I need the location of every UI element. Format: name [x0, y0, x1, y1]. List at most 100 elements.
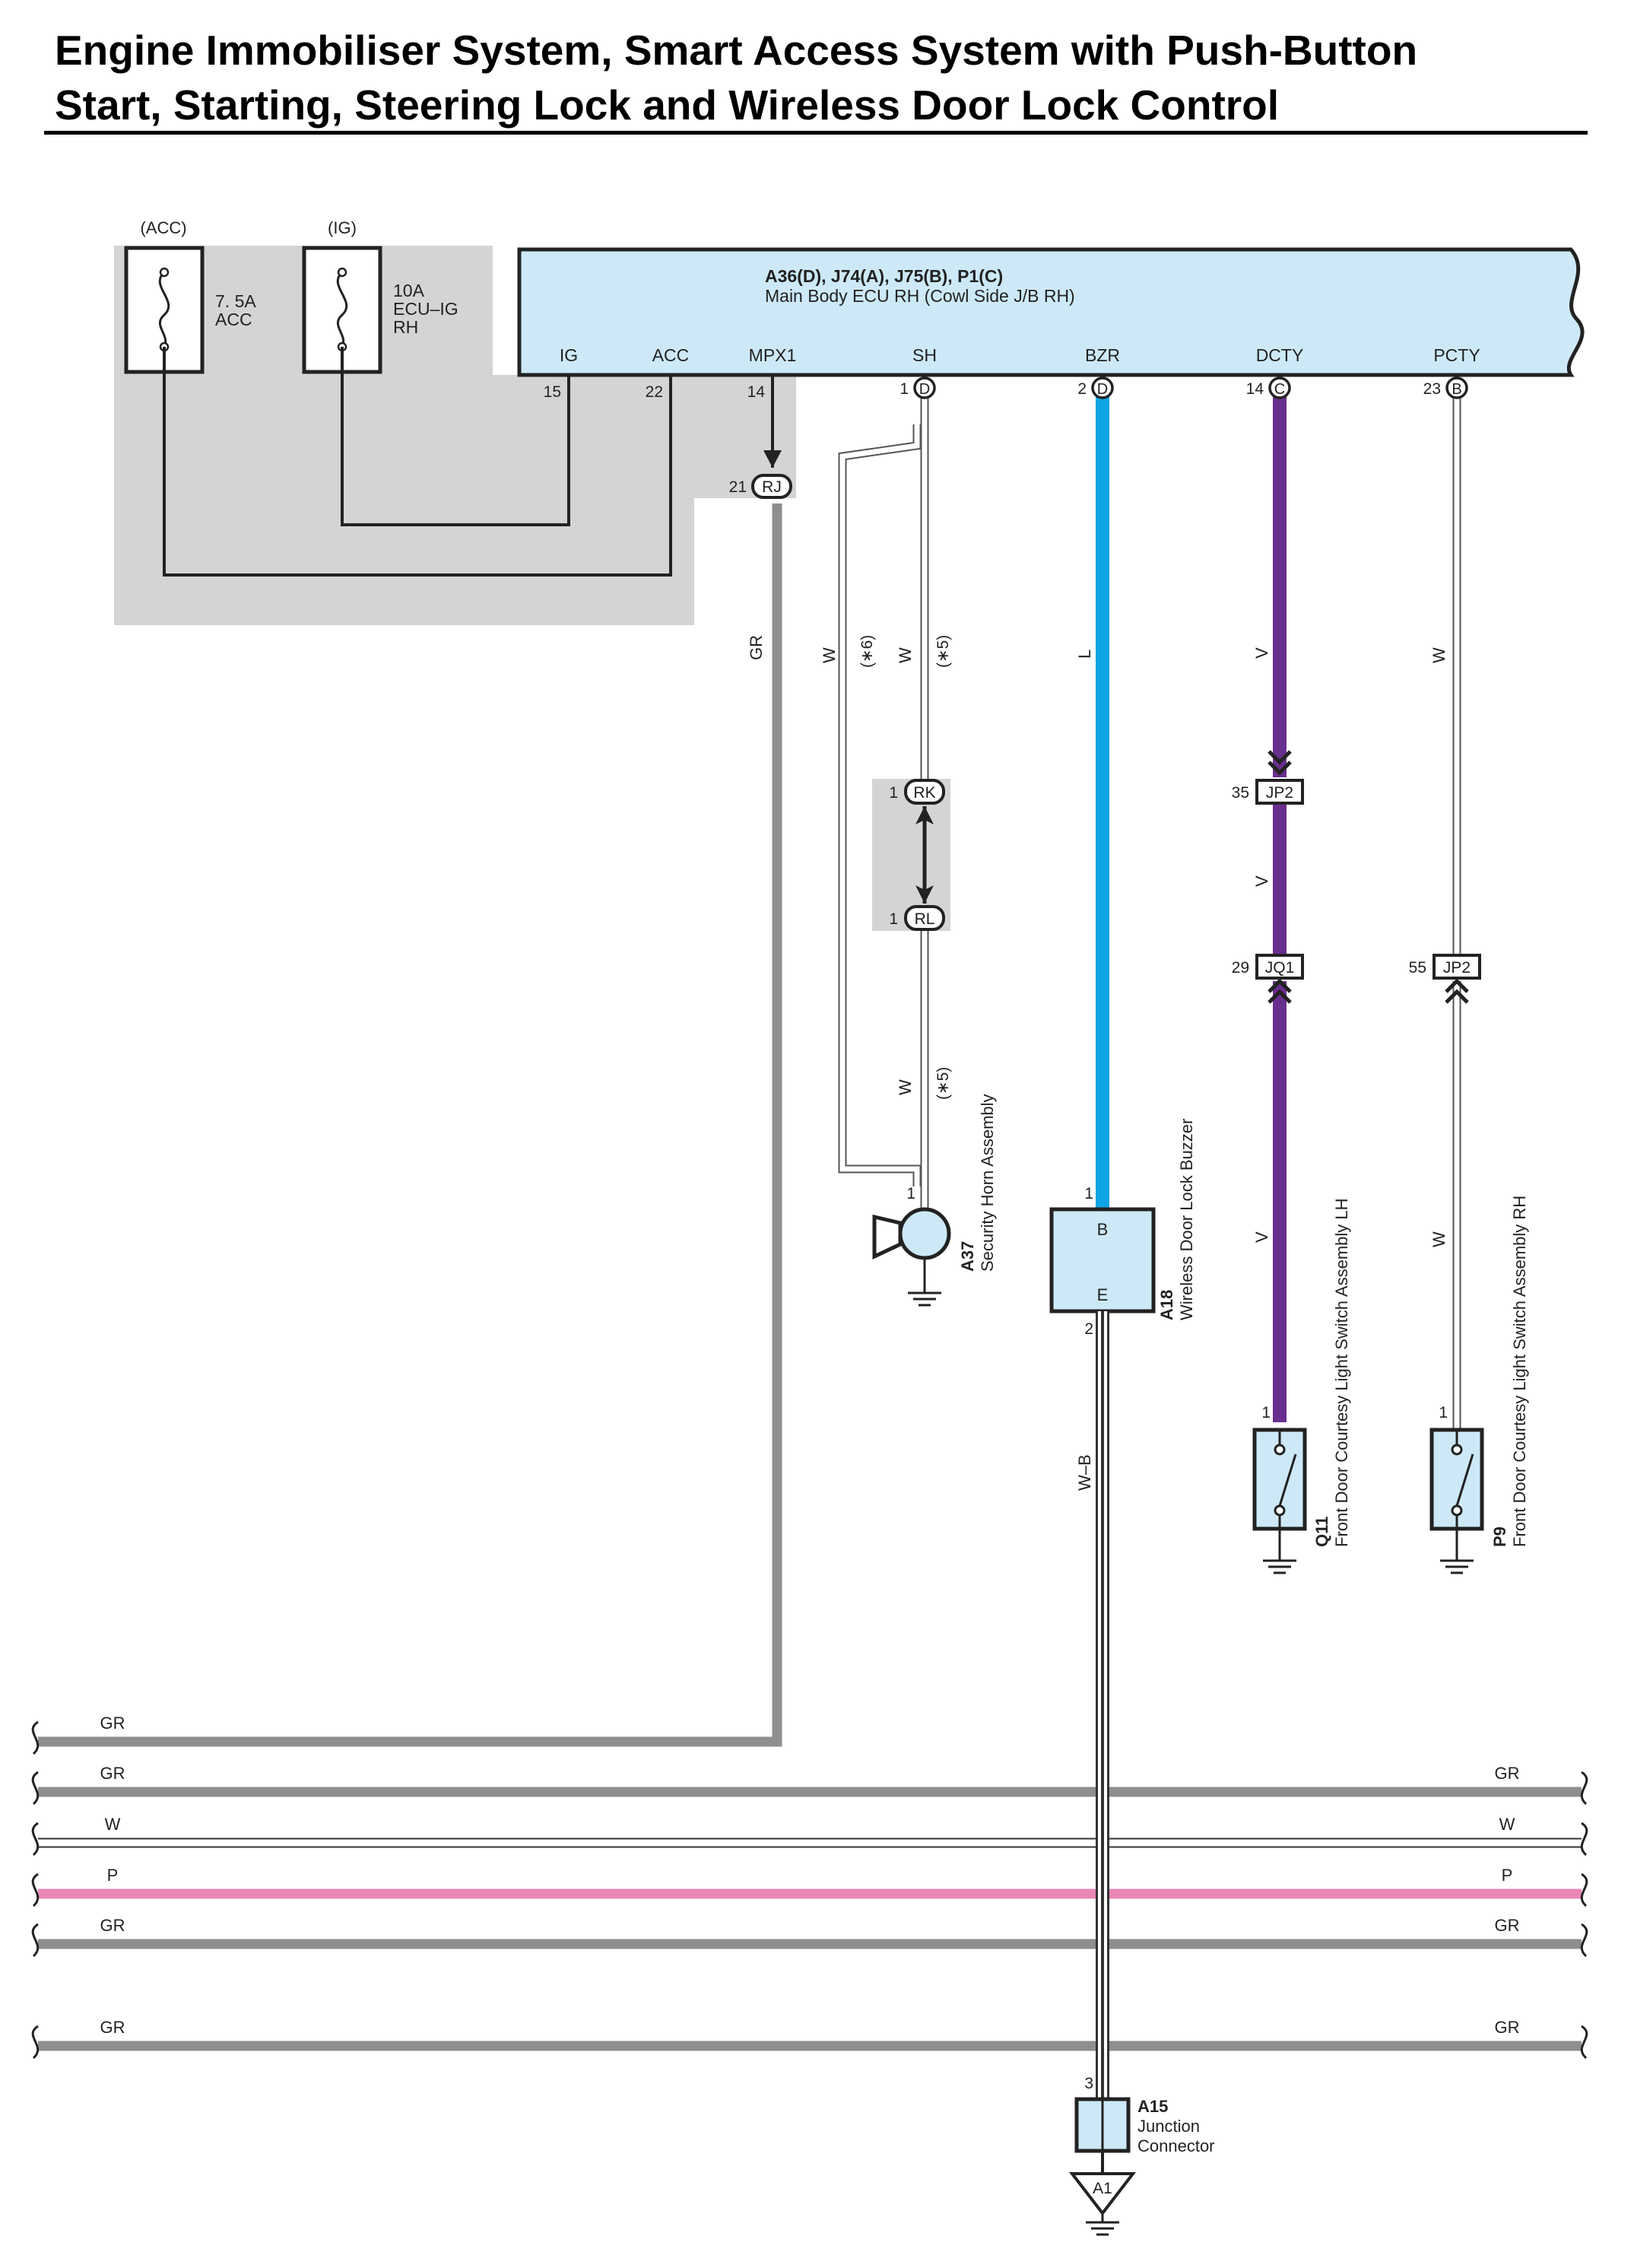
junction-jq1-num: 29 [1232, 959, 1249, 977]
horn-code: A37 [958, 1241, 977, 1272]
wire-label-v-3: V [1252, 1231, 1271, 1243]
bus-break-marks [31, 1720, 1588, 2060]
a15-name-2: Connector [1137, 2136, 1215, 2155]
junction-jp2-right-num: 55 [1409, 959, 1426, 977]
bus-label-left-3: W [105, 1815, 121, 1834]
bus-wire-gr-1 [38, 503, 782, 1747]
junction-rk [904, 779, 945, 805]
buzzer-pin-bottom: 2 [1084, 1320, 1093, 1338]
fuse-acc-header: (ACC) [140, 218, 186, 237]
ecu-pin-pcty-connector [1445, 376, 1468, 399]
mpx1-arrow-icon [763, 450, 782, 468]
jp2-left-arrow-icon [1268, 750, 1292, 776]
ecu-name: Main Body ECU RH (Cowl Side J/B RH) [765, 286, 1075, 306]
junction-rj [751, 474, 792, 499]
junction-rk-num: 1 [889, 784, 898, 802]
ecu-pin-conn-bzr: D [1097, 381, 1108, 398]
junction-rk-id: RK [913, 784, 935, 802]
ecu-pin-num-dcty: 14 [1246, 380, 1264, 398]
bus-label-right-6: GR [1495, 2018, 1520, 2037]
connector-rk-rl-shade [872, 779, 950, 931]
bus-label-right-2: GR [1495, 1764, 1520, 1783]
fuse-acc-rating: 7. 5A [215, 291, 256, 311]
wire-label-v-1: V [1252, 647, 1271, 659]
fuse-ig-header: (IG) [328, 218, 357, 237]
ecu-pin-dcty-connector [1268, 376, 1291, 399]
junction-jp2-right [1433, 954, 1481, 980]
q11-name: Front Door Courtesy Light Switch Assembl… [1332, 1198, 1351, 1547]
ecu-pin-conn-sh: D [919, 381, 930, 398]
junction-jq1 [1255, 954, 1304, 980]
p9-pin: 1 [1439, 1404, 1448, 1421]
diagram-title: Engine Immobiliser System, Smart Access … [55, 23, 1591, 132]
ecu-pin-acc: ACC [652, 345, 690, 365]
jp2-right-arrow-icon [1445, 978, 1469, 1004]
wire-label-w-sh-2: W [896, 647, 915, 663]
wire-label-v-2: V [1252, 875, 1271, 887]
ecu-pin-num-ig: 15 [544, 383, 561, 401]
bus-label-right-3: W [1499, 1815, 1515, 1834]
bus-label-right-5: GR [1495, 1916, 1520, 1935]
wire-label-note-5a: (∗5) [934, 635, 952, 668]
junction-jp2-right-id: JP2 [1443, 959, 1471, 977]
ecu-pin-num-pcty: 23 [1423, 380, 1441, 398]
wire-label-note-5b: (∗5) [934, 1067, 952, 1100]
wire-label-gr: GR [747, 635, 766, 660]
buzzer-pin-top: 1 [1084, 1185, 1093, 1202]
wire-label-l: L [1075, 650, 1094, 659]
a15-ground: A1 [1093, 2180, 1112, 2197]
fuse-acc-name: ACC [215, 310, 252, 329]
ecu-pin-bzr: BZR [1085, 345, 1120, 365]
ecu-pin-bzr-connector [1091, 376, 1114, 399]
p9-name: Front Door Courtesy Light Switch Assembl… [1510, 1196, 1529, 1547]
ecu-pin-conn-dcty: C [1274, 381, 1285, 398]
buzzer-code: A18 [1157, 1290, 1176, 1320]
fuse-ig-name-2: RH [393, 317, 418, 337]
horn-pin: 1 [906, 1185, 915, 1202]
title-underline [44, 131, 1588, 135]
wire-label-w-pcty-2: W [1429, 1231, 1448, 1247]
ecu-pin-mpx1: MPX1 [749, 345, 797, 365]
ecu-pin-ig: IG [560, 345, 578, 365]
ecu-pin-conn-pcty: B [1452, 381, 1461, 398]
title-line-1: Engine Immobiliser System, Smart Access … [55, 27, 1418, 74]
ecu-pin-pcty: PCTY [1433, 345, 1480, 365]
ecu-pin-num-acc: 22 [646, 383, 663, 401]
buzzer-name: Wireless Door Lock Buzzer [1177, 1119, 1196, 1320]
wire-ig-feed [341, 347, 570, 526]
bus-label-left-1: GR [100, 1714, 125, 1733]
ecu-pin-num-sh: 1 [899, 380, 909, 398]
fuse-ig-name: ECU–IG [393, 299, 458, 319]
junction-rj-num: 21 [729, 478, 747, 496]
bus-label-left-2: GR [100, 1764, 125, 1783]
a15-pin: 3 [1084, 2075, 1093, 2092]
ecu-connectors: A36(D), J74(A), J75(B), P1(C) [765, 266, 1003, 286]
a15-name-1: Junction [1137, 2117, 1200, 2136]
buzzer-pin-b: B [1097, 1220, 1109, 1239]
horn-name: Security Horn Assembly [978, 1094, 997, 1272]
wire-label-w-sh-3: W [896, 1079, 915, 1095]
title-line-2: Start, Starting, Steering Lock and Wirel… [55, 81, 1280, 129]
courtesy-switch-lh-icon [1252, 1428, 1307, 1574]
a15-code: A15 [1137, 2097, 1168, 2116]
bus-label-left-5: GR [100, 1916, 125, 1935]
junction-jp2-left [1255, 779, 1304, 805]
bus-label-left-4: P [107, 1866, 119, 1885]
security-horn-icon [872, 1207, 951, 1307]
junction-block-shade [114, 246, 796, 625]
jq1-arrow-icon [1268, 978, 1292, 1004]
fuse-ig-rating: 10A [393, 281, 425, 300]
wire-label-wb: W–B [1075, 1454, 1094, 1491]
junction-jp2-left-id: JP2 [1266, 784, 1293, 802]
q11-pin: 1 [1261, 1404, 1271, 1421]
junction-jq1-id: JQ1 [1265, 959, 1295, 977]
ecu-pin-dcty: DCTY [1256, 345, 1304, 365]
p9-code: P9 [1490, 1526, 1509, 1547]
wire-label-w-pcty-1: W [1429, 647, 1448, 663]
connector-link-arrow-icon [915, 806, 934, 904]
buzzer-pin-e: E [1097, 1285, 1109, 1304]
bus-label-right-4: P [1502, 1866, 1513, 1885]
ecu-pin-num-mpx1: 14 [747, 383, 766, 401]
courtesy-switch-rh-icon [1429, 1428, 1484, 1574]
